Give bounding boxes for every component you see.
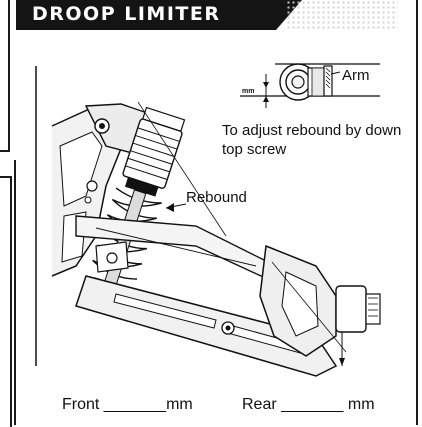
title-banner — [16, 0, 276, 30]
arm-label: Arm — [342, 67, 370, 84]
section-title: DROOP LIMITER — [32, 3, 221, 25]
unit-marker: mm — [242, 88, 255, 95]
rebound-label: Rebound — [186, 189, 247, 206]
previous-panel-edge — [0, 0, 10, 152]
frame-left-border — [14, 160, 16, 425]
frame-right-border — [416, 0, 418, 425]
arm-screw-detail — [240, 63, 380, 108]
title-banner-dot-pattern — [286, 0, 398, 30]
front-measurement-field: Front _______mm — [62, 396, 193, 413]
rear-measurement-field: Rear _______ mm — [242, 396, 375, 413]
previous-panel-edge-lower — [0, 176, 12, 427]
adjust-instruction: To adjust rebound by down top screw — [222, 122, 402, 158]
suspension-illustration — [35, 66, 381, 377]
